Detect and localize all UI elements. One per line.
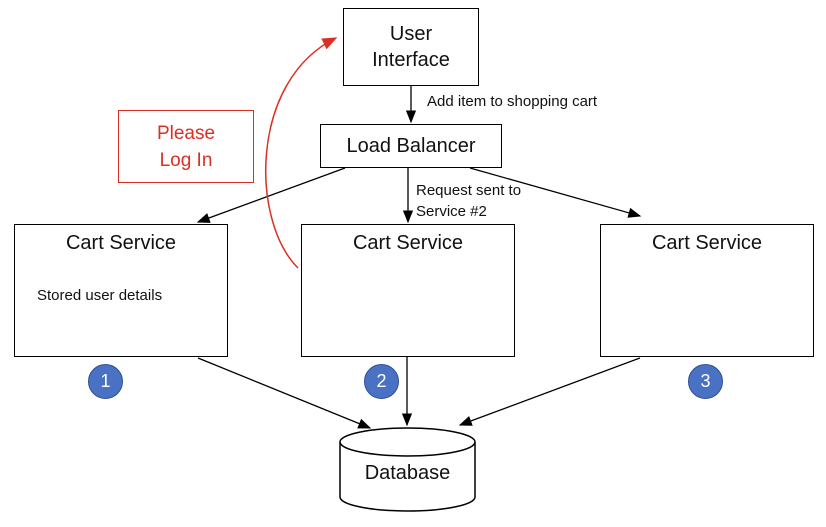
database-cylinder — [339, 427, 476, 512]
login-callout: Please Log In — [118, 110, 254, 183]
arrow-svc1-to-db — [197, 357, 372, 429]
service-number-badge-2: 2 — [364, 364, 399, 399]
login-callout-line2: Log In — [159, 149, 213, 171]
cart-service-3-title: Cart Service — [651, 232, 763, 254]
arrow-redirect-to-ui — [265, 37, 338, 269]
edge-label-add-item: Add item to shopping cart — [427, 93, 598, 110]
arrow-lb-to-svc1 — [196, 167, 346, 223]
load-balancer-node: Load Balancer — [320, 124, 502, 168]
cart-service-2-title: Cart Service — [352, 232, 464, 254]
edge-label-request: Request sent to Service #2 — [416, 180, 521, 222]
service-number-badge-3: 3 — [688, 364, 723, 399]
edge-label-request-line2: Service #2 — [416, 203, 487, 220]
cart-service-1-title: Cart Service — [65, 232, 177, 254]
arrow-lb-to-svc3 — [469, 167, 642, 218]
arrow-svc3-to-db — [458, 357, 641, 426]
cart-service-1-node: Cart Service Stored user details — [14, 224, 228, 357]
load-balancer-label: Load Balancer — [346, 134, 476, 157]
cart-service-3-node: Cart Service — [600, 224, 814, 357]
user-interface-line2: Interface — [372, 49, 450, 71]
user-interface-line1: User — [389, 23, 433, 45]
login-callout-line1: Please — [156, 122, 216, 144]
cart-service-1-note: Stored user details — [37, 287, 163, 304]
service-number-badge-1: 1 — [88, 364, 123, 399]
cart-service-2-node: Cart Service — [301, 224, 515, 357]
edge-label-request-line1: Request sent to — [416, 182, 522, 199]
user-interface-node: User Interface — [343, 8, 479, 86]
database-label: Database — [364, 462, 451, 484]
